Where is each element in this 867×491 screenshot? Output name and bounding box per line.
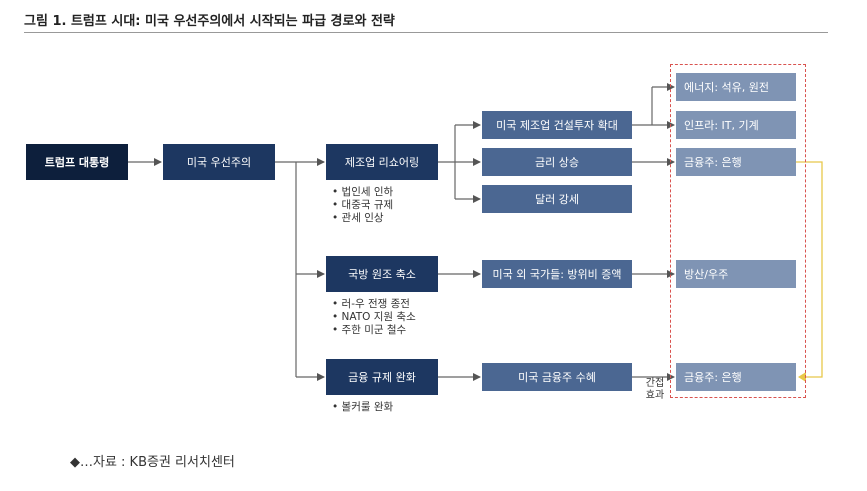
bullet-item: 볼커룰 완화 <box>332 401 394 414</box>
sector-infrastructure: 인프라: IT, 기계 <box>676 111 796 139</box>
effect-rate-rise: 금리 상승 <box>482 148 632 176</box>
effect-financial-stocks-benefit: 미국 금융주 수혜 <box>482 363 632 391</box>
finance-bullets: 볼커룰 완화 <box>332 401 394 414</box>
feedback-line <box>796 161 823 378</box>
effect-dollar-strength: 달러 강세 <box>482 185 632 213</box>
node-trump: 트럼프 대통령 <box>26 144 128 180</box>
bullet-item: 러-우 전쟁 종전 <box>332 298 416 311</box>
sector-defense-space: 방산/우주 <box>676 260 796 288</box>
bullet-item: NATO 지원 축소 <box>332 311 416 324</box>
figure-title: 그림 1. 트럼프 시대: 미국 우선주의에서 시작되는 파급 경로와 전략 <box>24 14 395 29</box>
title-divider <box>24 32 828 33</box>
node-financial-deregulation: 금융 규제 완화 <box>326 359 438 395</box>
manufacturing-bullets: 법인세 인하 대중국 규제 관세 인상 <box>332 186 394 225</box>
node-america-first: 미국 우선주의 <box>163 144 275 180</box>
bullet-item: 법인세 인하 <box>332 186 394 199</box>
source-note: ◆…자료 : KB증권 리서치센터 <box>70 455 235 470</box>
node-manufacturing-reshoring: 제조업 리쇼어링 <box>326 144 438 180</box>
indirect-effect-label: 간접 효과 <box>645 378 665 401</box>
effect-construction-investment: 미국 제조업 건설투자 확대 <box>482 111 632 139</box>
sector-group-outline <box>670 64 806 398</box>
effect-foreign-defense-spending: 미국 외 국가들: 방위비 증액 <box>482 260 632 288</box>
sector-energy: 에너지: 석유, 원전 <box>676 73 796 101</box>
defense-bullets: 러-우 전쟁 종전 NATO 지원 축소 주한 미군 철수 <box>332 298 416 337</box>
sector-banks-2: 금융주: 은행 <box>676 363 796 391</box>
node-defense-aid-cut: 국방 원조 축소 <box>326 256 438 292</box>
sector-banks: 금융주: 은행 <box>676 148 796 176</box>
bullet-item: 관세 인상 <box>332 212 393 225</box>
bullet-item: 대중국 규제 <box>332 199 394 212</box>
bullet-item: 주한 미군 철수 <box>332 324 416 337</box>
